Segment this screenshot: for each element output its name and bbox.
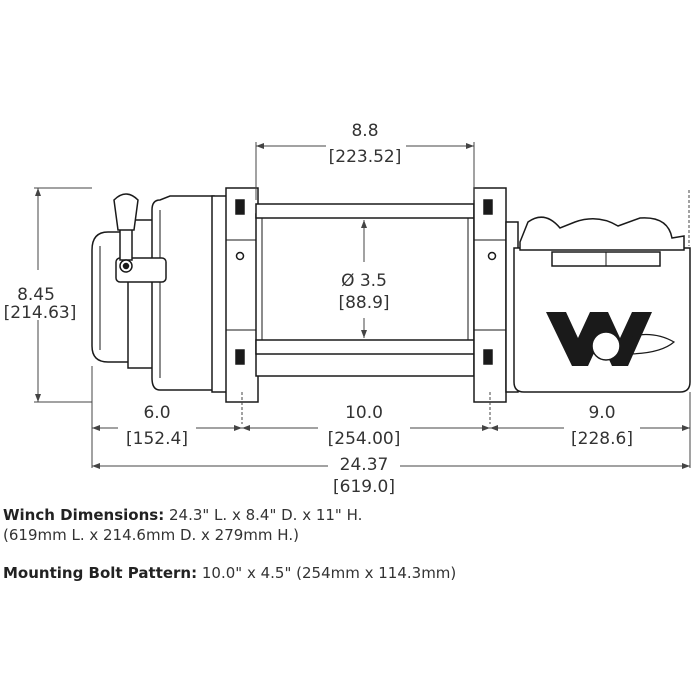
dimension-lines [34,142,691,468]
bolt-spacing-mm: [254.00] [328,429,401,449]
drum-diameter-mm: [88.9] [338,293,389,313]
height-in: 8.45 [17,285,55,305]
winch-body [91,187,691,403]
drum-length-in: 8.8 [351,121,378,141]
motor-length-in: 6.0 [143,403,170,423]
motor-housing [91,195,229,393]
cable-drum [255,203,475,377]
drum-diameter-in: Ø 3.5 [341,271,387,291]
motor-length-mm: [152.4] [126,429,188,449]
dimension-arrows [35,143,690,469]
winch-drawing: 8.8 [223.52] 8.45 [214.63] Ø 3.5 [88.9] … [4,121,691,497]
mounting-bolt-value: 10.0" x 4.5" (254mm x 114.3mm) [197,564,457,582]
drum-length-mm: [223.52] [329,147,402,167]
control-box [505,216,691,393]
mounting-bolt-label: Mounting Bolt Pattern: [3,564,198,582]
bolt-spacing-in: 10.0 [345,403,383,423]
clutch-handle [113,193,167,283]
winch-dimensions-note: Winch Dimensions: 24.3" L. x 8.4" D. x 1… [3,505,456,545]
drum-support-right [473,187,507,403]
winch-dimensions-metric: (619mm L. x 214.6mm D. x 279mm H.) [3,526,299,544]
overall-length-in: 24.37 [340,455,389,475]
mounting-bolt-note: Mounting Bolt Pattern: 10.0" x 4.5" (254… [3,563,456,583]
drum-support-left [225,187,259,403]
control-length-mm: [228.6] [571,429,633,449]
height-mm: [214.63] [4,303,77,323]
control-length-in: 9.0 [588,403,615,423]
winch-dimensions-value: 24.3" L. x 8.4" D. x 11" H. [164,506,363,524]
spec-notes: Winch Dimensions: 24.3" L. x 8.4" D. x 1… [3,505,456,601]
warn-logo [546,312,676,366]
dimension-labels: 8.8 [223.52] 8.45 [214.63] Ø 3.5 [88.9] … [4,121,633,497]
overall-length-mm: [619.0] [333,477,395,497]
winch-dimensions-label: Winch Dimensions: [3,506,165,524]
